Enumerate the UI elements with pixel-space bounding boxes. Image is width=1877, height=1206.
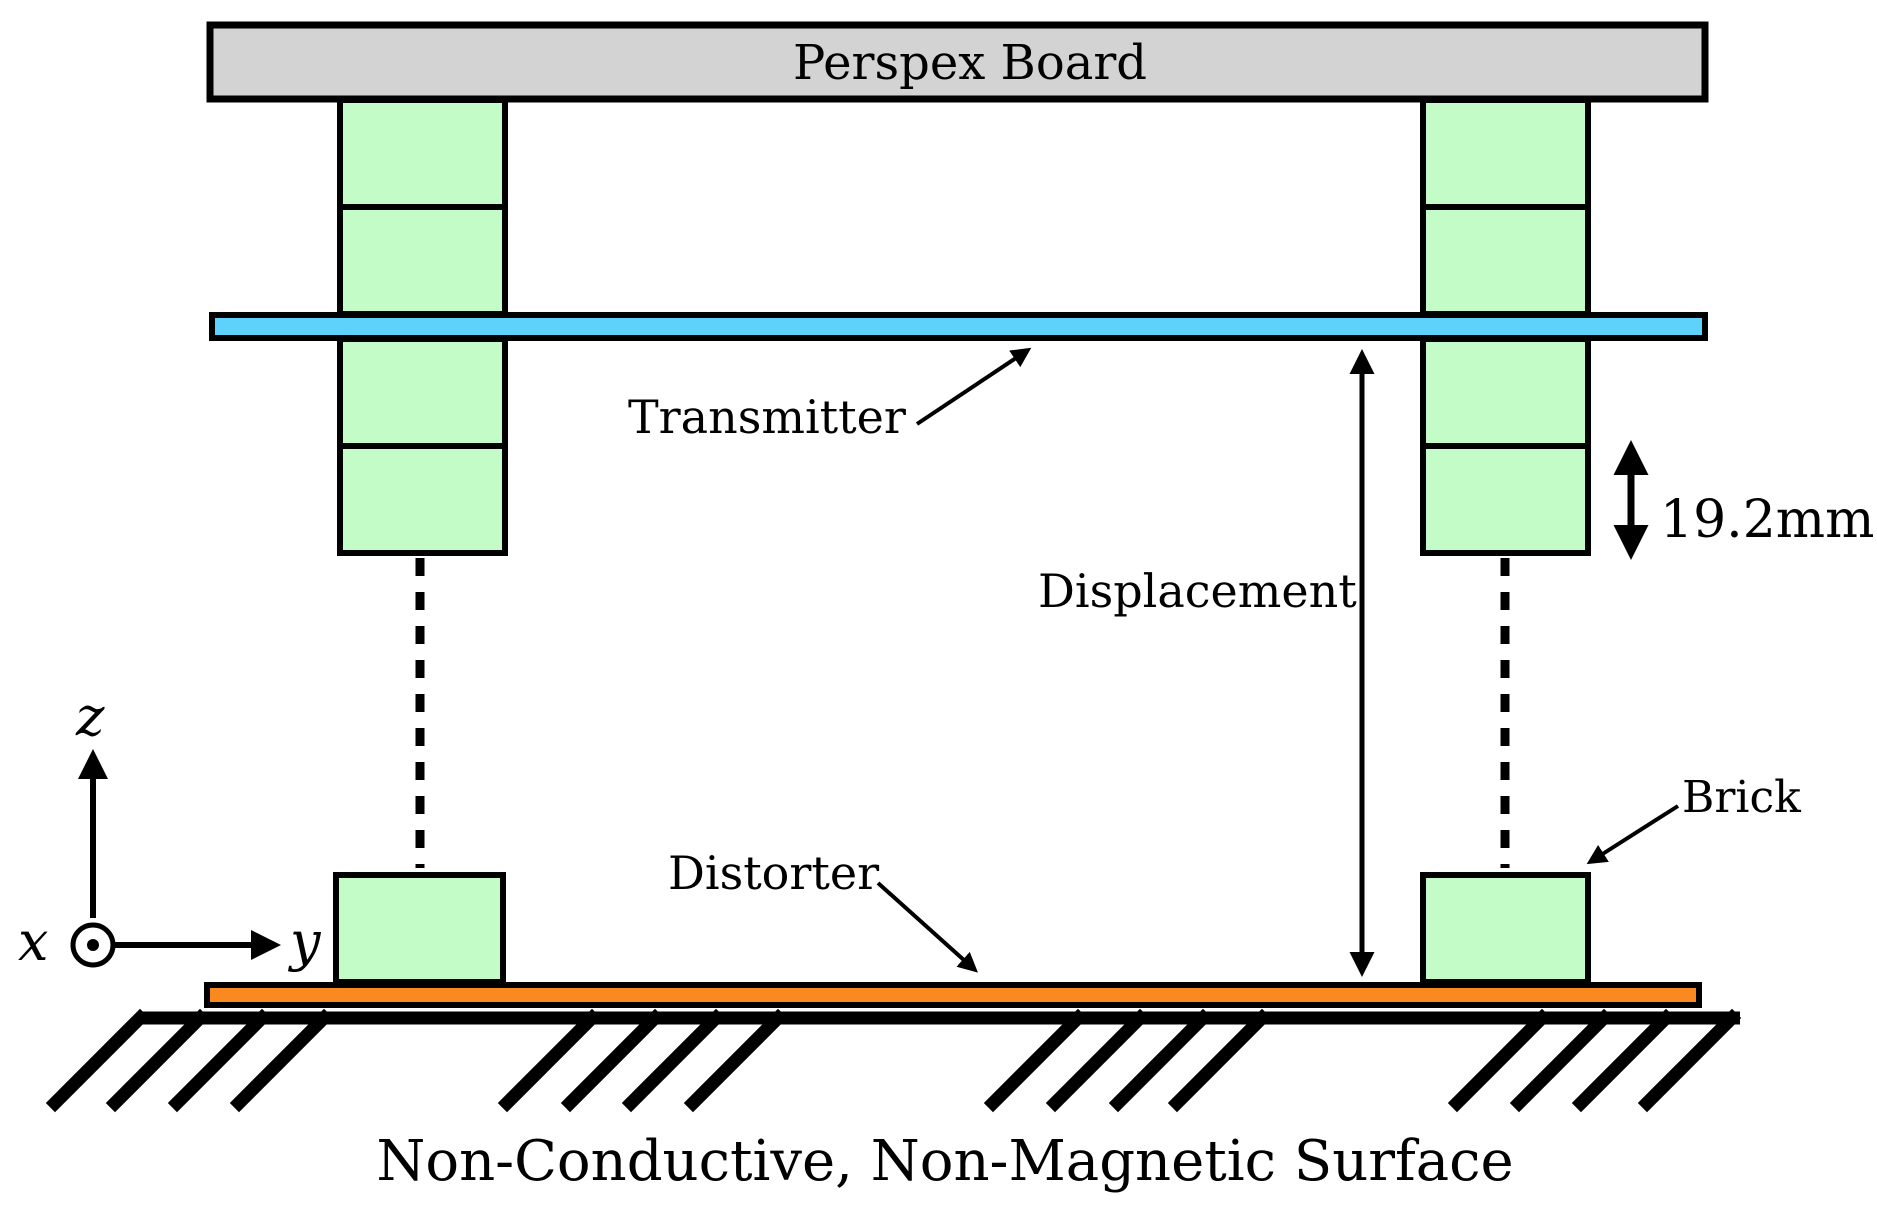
y-axis-label: y [288, 910, 322, 973]
surface-label: Non-Conductive, Non-Magnetic Surface [376, 1129, 1513, 1194]
perspex-board-rect [206, 21, 1709, 103]
transmitter-plate [209, 312, 1708, 341]
coordinate-axes: z x y [18, 685, 322, 973]
x-axis-dot-icon [87, 939, 99, 951]
brick [337, 97, 508, 210]
left-brick-stack [333, 97, 508, 985]
brick [337, 204, 508, 317]
perspex-board: Perspex Board [206, 21, 1709, 103]
displacement-label: Displacement [1038, 564, 1357, 618]
transmitter-label: Transmitter [628, 390, 906, 444]
brick [1420, 336, 1591, 449]
right-brick-stack [1420, 97, 1591, 985]
brick [337, 443, 508, 556]
brick [1420, 443, 1591, 556]
brick [1420, 97, 1591, 210]
perspex-board-label: Perspex Board [793, 35, 1147, 91]
distorter-label: Distorter [668, 846, 879, 900]
transmitter-pointer-arrow [915, 347, 1032, 426]
x-axis-label: x [18, 910, 48, 973]
brick [337, 336, 508, 449]
brick-pointer-arrow [1586, 804, 1680, 865]
dimension-label: 19.2mm [1660, 490, 1874, 550]
brick-label: Brick [1682, 772, 1801, 823]
brick [1420, 872, 1591, 985]
distorter-plate [204, 982, 1702, 1008]
ground-surface [45, 1008, 1742, 1113]
z-axis-label: z [75, 685, 105, 748]
ground-hatching [45, 1008, 1742, 1113]
brick [333, 872, 506, 985]
brick [1420, 204, 1591, 317]
distorter-pointer-arrow [876, 881, 978, 973]
